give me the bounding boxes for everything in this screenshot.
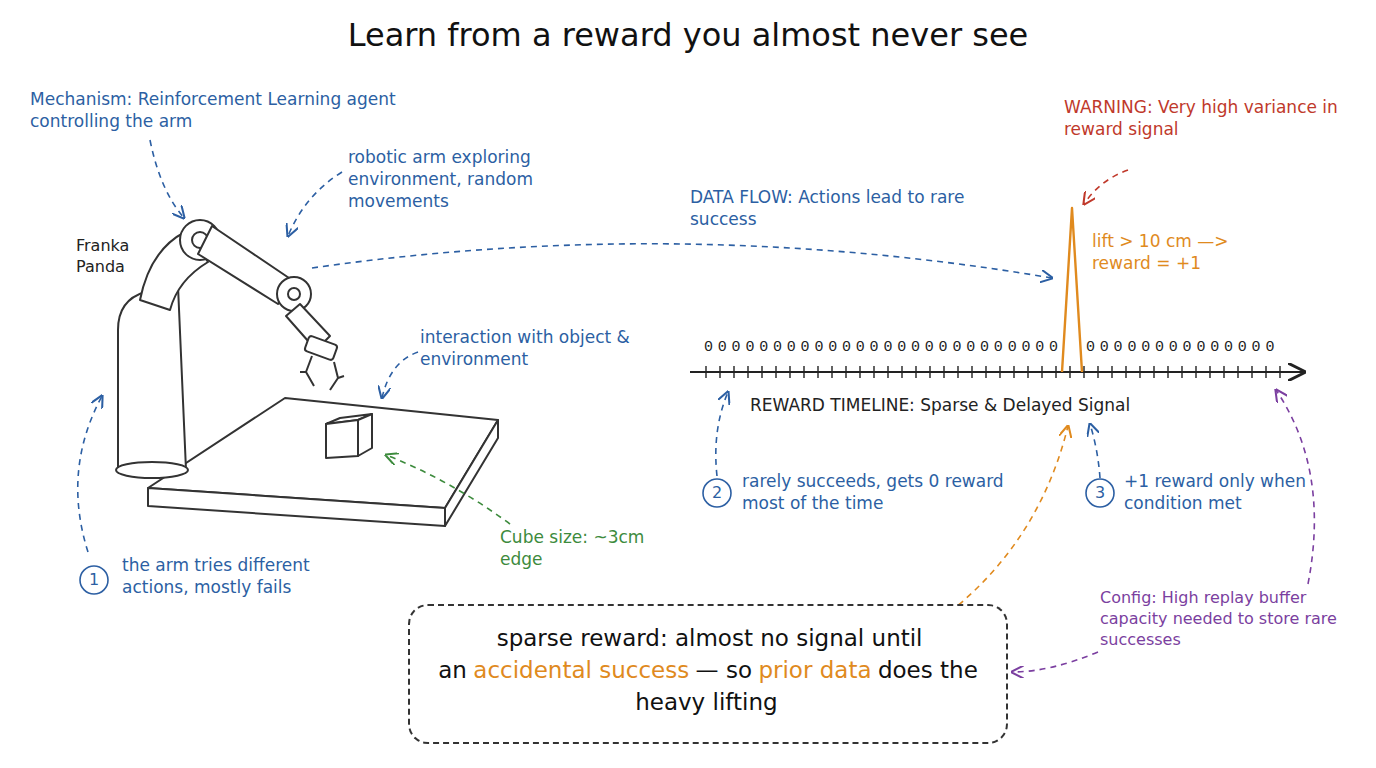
table-part [148,488,445,526]
tick [1041,366,1042,378]
config-note: Config: High replay buffer capacity need… [1100,588,1362,650]
reward-spike [1062,208,1082,372]
annotation: robotic arm exploring environment, rando… [348,146,578,212]
annotation: interaction with object & environment [420,326,670,370]
callout-number: 1 [80,568,108,592]
highlight-text: accidental success [473,657,689,683]
tick [817,366,818,378]
robot-arm-part [300,372,344,378]
highlight-text: prior data [758,657,871,683]
tick [1097,366,1098,378]
tick [1069,366,1070,378]
leader-lines-part [716,392,728,476]
tick [943,366,944,378]
annotation: +1 reward only when condition met [1124,470,1354,514]
reward-timeline [690,208,1304,378]
warning-note: WARNING: Very high variance in reward si… [1064,96,1364,140]
leader-lines-part [1084,170,1128,204]
callout-circles-part [1086,479,1114,507]
tick [775,366,776,378]
dimension: Cube size: ~3cm edge [500,526,660,570]
robot-arm-part [288,288,300,300]
tick [719,366,720,378]
tick [1055,366,1056,378]
axis-label: REWARD TIMELINE: Sparse & Delayed Signal [750,394,1170,416]
cube-part [358,414,372,456]
reward-values: 00000000000000000000000000 [704,338,1063,358]
leader-lines-part [150,140,184,218]
robot-arm-part [118,286,186,470]
reward-values: 00000000000000 [1086,338,1279,358]
tick [831,366,832,378]
leader-lines-part [78,396,102,552]
tick [1279,366,1280,378]
tick [915,366,916,378]
tick [845,366,846,378]
tick [1209,366,1210,378]
tick [761,366,762,378]
cube-part [326,420,358,458]
tick [705,366,706,378]
tick [1125,366,1126,378]
annotation: the arm tries different actions, mostly … [122,554,372,598]
tick [873,366,874,378]
tick [985,366,986,378]
leader-lines-part [950,426,1068,612]
tick [789,366,790,378]
callout-number: 3 [1086,481,1114,505]
part-name: Franka Panda [76,236,172,278]
cube [326,414,372,458]
tick [1139,366,1140,378]
tick [1153,366,1154,378]
tick [971,366,972,378]
callout-number: 2 [703,481,731,505]
title: Learn from a reward you almost never see [0,16,1376,54]
table [148,398,498,526]
robot-arm-part [277,277,311,311]
tick [887,366,888,378]
annotation: Mechanism: Reinforcement Learning agent … [30,88,400,132]
tick [859,366,860,378]
robot-arm-part [140,232,208,310]
tick [1237,366,1238,378]
leader-lines-part [288,172,342,236]
leader-lines-part [1012,652,1098,672]
tick [999,366,1000,378]
tick [747,366,748,378]
tick [1195,366,1196,378]
tick-marks [706,366,1280,378]
reward-timeline-part [690,371,1304,373]
callout-circles-part [80,566,108,594]
annotation: DATA FLOW: Actions lead to rare success [690,186,1020,230]
tick [929,366,930,378]
robot-arm [116,220,344,478]
tick [957,366,958,378]
robot-arm-part [330,362,338,390]
tick [1167,366,1168,378]
robot-arm-part [306,356,314,386]
callout-circles [80,479,1114,594]
tick [1251,366,1252,378]
leader-lines-part [382,352,418,398]
tick [1265,366,1266,378]
tick [1111,366,1112,378]
summary-box: sparse reward: almost no signal until an… [408,604,1008,744]
tick [901,366,902,378]
tick [803,366,804,378]
tick [1083,366,1084,378]
robot-arm-part [116,462,188,478]
callout-circles-part [703,479,731,507]
tick [733,366,734,378]
tick [1181,366,1182,378]
robot-arm-part [304,335,338,360]
reward-condition: lift > 10 cm —> reward = +1 [1092,230,1242,274]
leader-lines-part [312,244,1052,278]
annotation: rarely succeeds, gets 0 reward most of t… [742,470,1032,514]
tick [1027,366,1028,378]
leader-lines-part [1090,424,1100,478]
summary-text: — so [696,657,752,683]
leader-lines-part [386,455,510,524]
tick [1223,366,1224,378]
tick [1013,366,1014,378]
